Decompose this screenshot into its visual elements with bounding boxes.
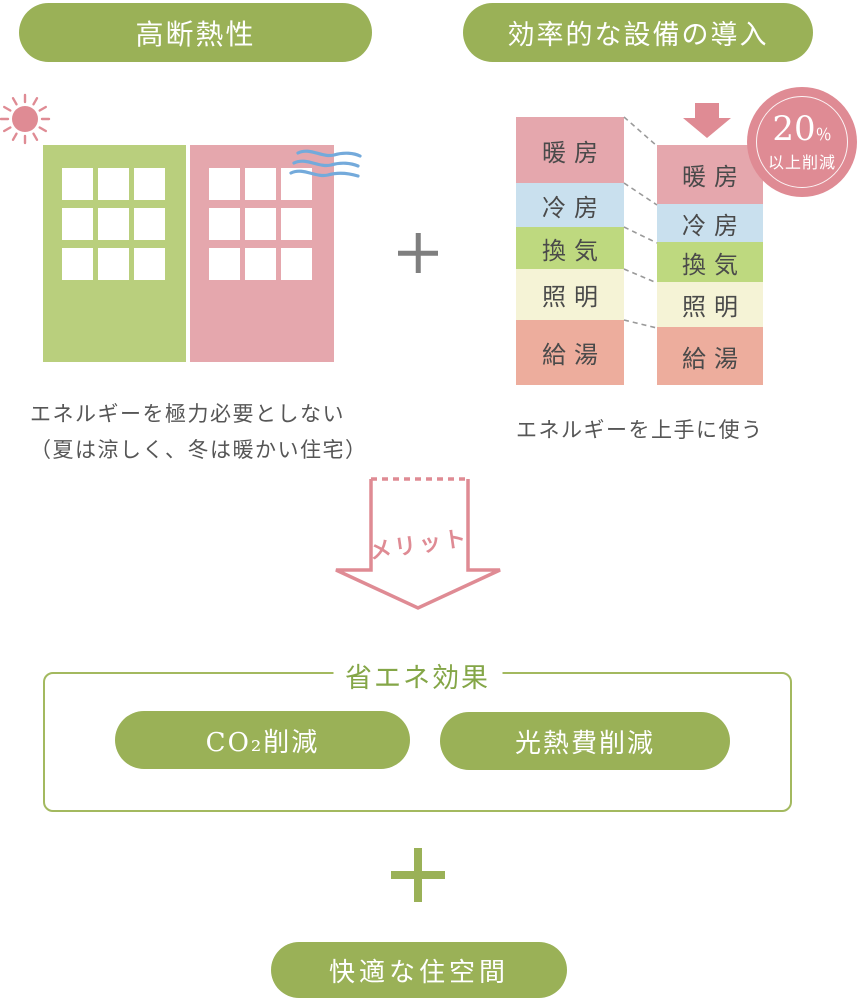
equipment-caption: エネルギーを上手に使う (516, 418, 764, 442)
high-insulation-label: 高断熱性 (135, 17, 256, 51)
arrow-down-icon (683, 103, 731, 138)
co2-reduction-label: CO₂削減 (205, 727, 320, 758)
bar-segment: 給湯 (516, 320, 624, 385)
comfortable-space-label: 快適な住空間 (328, 957, 509, 988)
energy-saving-result-box: 省エネ効果 CO₂削減 光熱費削減 (43, 656, 792, 812)
energy-bar-before: 暖房冷房換気照明給湯 (516, 117, 624, 385)
bar-segment: 換気 (516, 227, 624, 269)
reduction-badge-value: 20％ (772, 108, 832, 149)
bar-segment: 照明 (516, 269, 624, 320)
bar-segment: 暖房 (516, 117, 624, 183)
bar-segment: 換気 (657, 242, 763, 282)
insulation-caption-line2: （夏は涼しく、冬は暖かい住宅） (30, 438, 368, 462)
bar-segment: 冷房 (657, 204, 763, 242)
bar-segment: 暖房 (657, 145, 763, 204)
windows-grid (62, 168, 165, 280)
efficient-equipment-pill: 効率的な設備の導入 (463, 3, 813, 62)
plus-icon (391, 848, 445, 902)
energy-bar-after: 暖房冷房換気照明給湯 (657, 145, 763, 385)
bar-connector-lines (623, 116, 658, 329)
co2-reduction-pill: CO₂削減 (115, 711, 410, 769)
efficient-equipment-label: 効率的な設備の導入 (507, 20, 769, 51)
comfortable-space-pill: 快適な住空間 (271, 942, 567, 998)
result-box-title: 省エネ効果 (333, 656, 502, 695)
sun-icon (0, 93, 51, 145)
plus-icon (398, 233, 438, 273)
reduction-badge-label: 以上削減 (767, 152, 836, 172)
merit-label: メリット (367, 525, 471, 565)
reduction-badge: 20％ 以上削減 (747, 87, 857, 197)
bar-segment: 照明 (657, 282, 763, 327)
high-insulation-pill: 高断熱性 (19, 3, 372, 62)
bar-segment: 冷房 (516, 183, 624, 227)
windows-grid (209, 168, 312, 280)
house-green-block (43, 145, 186, 362)
utility-cost-reduction-label: 光熱費削減 (514, 728, 655, 759)
insulation-caption: エネルギーを極力必要としない （夏は涼しく、冬は暖かい住宅） (30, 396, 368, 468)
bar-segment: 給湯 (657, 327, 763, 385)
utility-cost-reduction-pill: 光熱費削減 (440, 712, 730, 770)
insulation-caption-line1: エネルギーを極力必要としない (30, 402, 345, 426)
house-pink-block (190, 145, 334, 362)
